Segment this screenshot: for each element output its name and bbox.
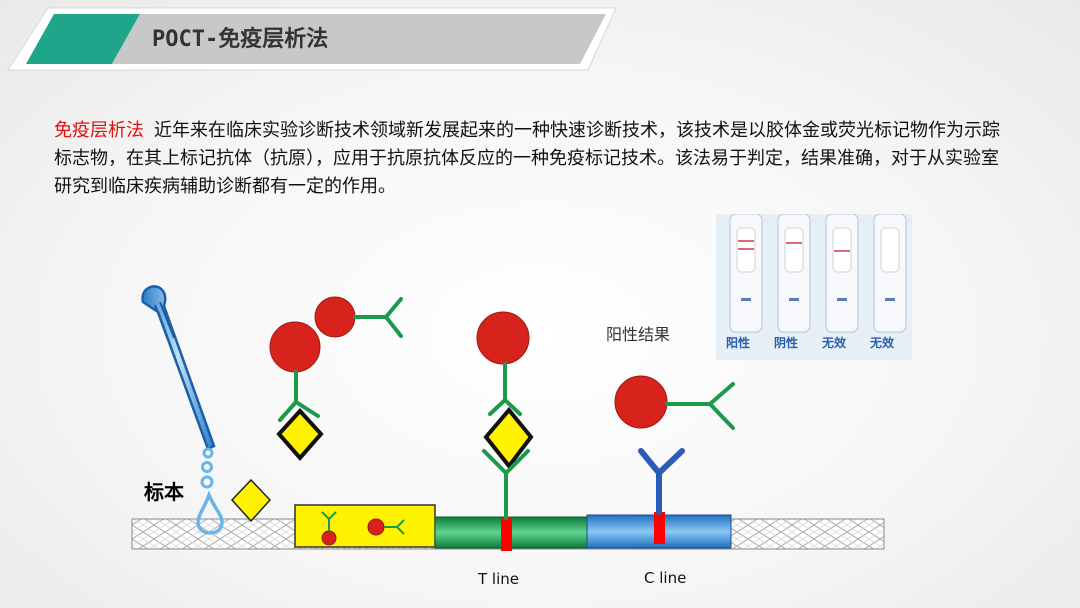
result-photo: 阳性 阴性 无效 无效 (716, 213, 912, 360)
intro-term: 免疫层析法 (54, 120, 144, 141)
sample-label: 标本 (144, 480, 184, 504)
c-line-marker (654, 512, 665, 544)
labeled-antibody-antigen-complex (269, 321, 324, 462)
header-banner: POCT-免疫层析法 (0, 0, 620, 80)
cassettes-illustration (729, 213, 907, 333)
t-line-label: T line (478, 570, 520, 588)
header-bar (112, 14, 606, 64)
positive-result-label: 阳性结果 (606, 325, 671, 344)
intro-text: 近年来在临床实验诊断技术领域新发展起来的一种快速诊断技术，该技术是以胶体金或荧光… (54, 120, 1000, 197)
antigen-diamond (230, 478, 272, 523)
labeled-antibody-free (314, 296, 403, 338)
header-accent (26, 14, 140, 64)
photo-caption-invalid-1: 无效 (822, 336, 847, 350)
pipette (141, 285, 216, 451)
t-line-sandwich (476, 311, 534, 520)
pad-conjugate-2 (367, 518, 405, 536)
c-line-label: C line (644, 569, 687, 587)
sample-drops (196, 447, 224, 535)
photo-caption-invalid-2: 无效 (870, 336, 895, 350)
test-strip (131, 504, 885, 551)
intro-paragraph: 免疫层析法近年来在临床实验诊断技术领域新发展起来的一种快速诊断技术，该技术是以胶… (54, 117, 1014, 201)
pad-conjugate-1 (321, 511, 337, 546)
conjugate-pad (294, 504, 436, 548)
photo-caption-positive: 阳性 (726, 336, 751, 350)
photo-caption-negative: 阴性 (774, 336, 799, 350)
c-line-capture (614, 375, 735, 515)
t-line-marker (501, 518, 512, 551)
header-shape (7, 7, 617, 71)
page-title: POCT-免疫层析法 (152, 27, 329, 52)
